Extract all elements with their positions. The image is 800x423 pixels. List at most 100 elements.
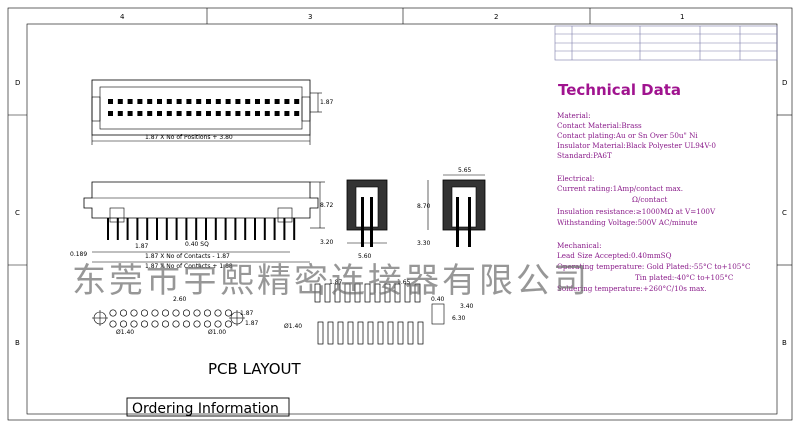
contact-lead xyxy=(156,218,158,240)
contact-pin xyxy=(235,111,241,116)
contact-pin xyxy=(166,111,172,116)
contact-lead xyxy=(185,218,188,240)
electrical-heading: Electrical: xyxy=(557,174,594,183)
frame-col-2: 2 xyxy=(494,13,498,21)
dim-side-tail: 3.30 xyxy=(417,240,431,247)
material-spec: Material: Contact Material:Brass Contact… xyxy=(557,111,716,160)
company-watermark: 东莞市宇熙精密连接器有限公司 xyxy=(72,261,590,301)
lead-finger xyxy=(407,321,414,345)
contact-pin xyxy=(186,99,192,104)
contact-pin xyxy=(215,111,221,116)
dim-pitch-top: 1.87 xyxy=(320,99,334,106)
frame-col-1: 1 xyxy=(680,13,684,21)
lead-finger xyxy=(324,283,331,303)
lead-frame-view: 1.87 1.65 6.30 0.40 Ø1.40 3.40 xyxy=(284,279,474,345)
contact-pin xyxy=(294,111,300,116)
lead-finger xyxy=(394,283,401,303)
contact-pin xyxy=(196,99,202,104)
lead-finger xyxy=(414,283,421,303)
contact-pin xyxy=(127,111,133,116)
pcb-hole xyxy=(119,320,128,328)
lead-finger xyxy=(364,283,371,303)
connector-front-view: 8.72 3.20 0.189 1.87 0.40 SQ 1.87 X No o… xyxy=(70,181,334,270)
pcb-layout-label: PCB LAYOUT xyxy=(208,360,302,378)
pcb-hole xyxy=(109,309,117,317)
dim-pcb-d: 0.40 xyxy=(431,296,445,303)
contact-lead xyxy=(107,218,109,240)
electrical-line: Withstanding Voltage:500V AC/minute xyxy=(557,218,697,227)
lead-finger xyxy=(334,283,341,303)
contact-pin xyxy=(176,111,182,116)
electrical-line: Current rating:1Amp/contact max. xyxy=(557,184,683,193)
contact-lead xyxy=(175,218,178,240)
revision-table xyxy=(554,25,778,61)
contact-pin xyxy=(245,99,251,104)
pcb-hole xyxy=(203,320,212,328)
contact-lead xyxy=(165,218,168,240)
pcb-hole xyxy=(203,309,212,317)
material-line: Contact Material:Brass xyxy=(557,121,642,130)
frame-col-4: 4 xyxy=(120,13,125,21)
dim-pcb-e: 3.40 xyxy=(460,303,474,310)
electrical-line: Ω/contact xyxy=(632,195,668,204)
lead-finger xyxy=(337,321,344,345)
contact-pin xyxy=(127,99,133,104)
contact-pin xyxy=(255,111,260,116)
connector-side-view-left: 5.60 xyxy=(346,179,388,260)
material-line: Standard:PA6T xyxy=(557,151,612,160)
contact-pin xyxy=(225,111,231,116)
contact-lead xyxy=(214,218,217,240)
contact-pin xyxy=(284,99,290,104)
lead-finger xyxy=(404,283,411,303)
pcb-hole xyxy=(140,309,149,317)
contact-pin xyxy=(137,99,143,104)
contact-lead xyxy=(146,218,149,240)
contact-lead xyxy=(205,218,207,240)
dim-pin-length: 3.20 xyxy=(320,239,334,246)
pcb-hole xyxy=(151,320,159,328)
pcb-hole xyxy=(214,320,222,328)
pcb-hole xyxy=(151,309,159,317)
lead-finger xyxy=(367,321,374,345)
contact-lead xyxy=(254,218,256,240)
pcb-hole xyxy=(182,320,191,328)
material-heading: Material: xyxy=(557,111,591,120)
electrical-spec: Electrical: Current rating:1Amp/contact … xyxy=(557,174,716,227)
pcb-hole xyxy=(161,320,170,328)
lead-finger xyxy=(387,321,394,345)
contact-pin xyxy=(235,99,241,104)
contact-pin xyxy=(137,111,143,116)
dim-pcb-offset: 2.60 xyxy=(173,296,187,303)
contact-pin xyxy=(215,99,221,104)
contact-pin xyxy=(196,111,202,116)
pcb-hole xyxy=(109,320,117,328)
ordering-info-label: Ordering Information xyxy=(132,401,279,417)
frame-col-3: 3 xyxy=(308,13,312,21)
contact-pin xyxy=(108,111,113,116)
electrical-line: Insulation resistance:≥1000MΩ at V=100V xyxy=(557,207,716,216)
contact-lead xyxy=(126,218,129,240)
lead-finger xyxy=(417,321,424,345)
dim-pcb-row: 1.87 xyxy=(245,320,259,327)
frame-row-b-left: B xyxy=(15,339,20,347)
contact-lead xyxy=(263,218,266,240)
contact-pin xyxy=(284,111,290,116)
lead-finger xyxy=(397,321,404,345)
contact-lead xyxy=(136,218,139,240)
dim-side-height: 8.70 xyxy=(417,203,431,210)
lead-finger xyxy=(357,321,364,345)
contact-pin xyxy=(166,99,172,104)
frame-row-d-right: D xyxy=(782,79,787,87)
pcb-hole xyxy=(193,309,201,317)
pcb-hole xyxy=(224,309,233,317)
material-line: Contact plating:Au or Sn Over 50u" Ni xyxy=(557,131,698,140)
contact-pin xyxy=(108,99,113,104)
frame-row-d-left: D xyxy=(15,79,20,87)
contact-pin xyxy=(176,99,182,104)
contact-lead xyxy=(195,218,198,240)
frame-row-b-right: B xyxy=(782,339,787,347)
dim-pcb-pitch: 1.87 xyxy=(240,310,254,317)
dim-overall-length: 1.87 X No of Positions + 3.80 xyxy=(145,134,233,141)
contact-pin xyxy=(147,111,153,116)
dim-pin-dia: 0.189 xyxy=(70,251,87,258)
